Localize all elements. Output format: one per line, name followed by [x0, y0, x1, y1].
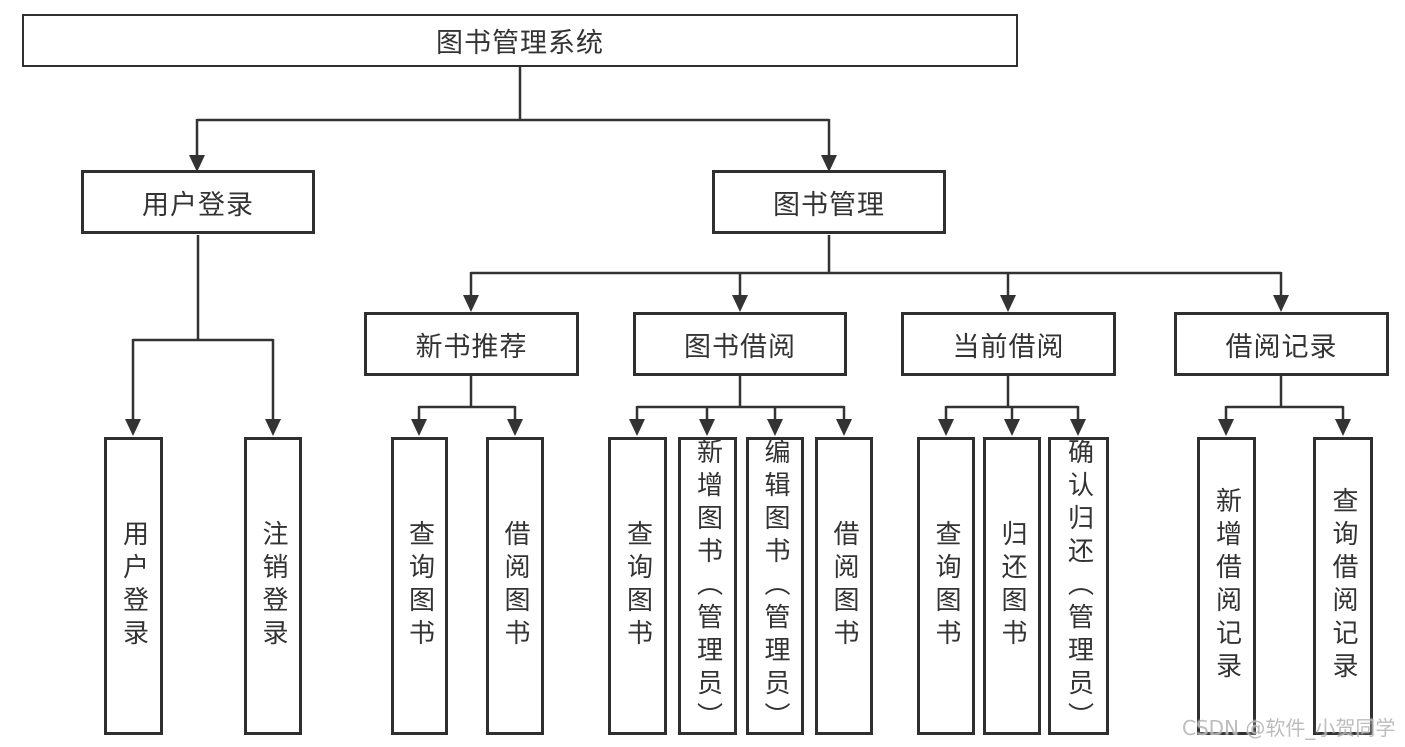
- leaf-add-borrow-record: 新增借阅记录: [1197, 437, 1256, 735]
- leaf-recommend-query-book-label: 查询图书: [404, 520, 435, 652]
- leaf-current-query-book-label: 查询图书: [931, 520, 961, 652]
- connector-new-book-recommend-children: [411, 376, 523, 436]
- leaf-return-book: 归还图书: [983, 437, 1041, 735]
- leaf-add-book-admin: 新增图书（管理员）: [678, 437, 737, 735]
- leaf-confirm-return-admin: 确认归还（管理员）: [1048, 437, 1109, 735]
- node-root: 图书管理系统: [22, 14, 1018, 67]
- node-book-borrow-label: 图书借阅: [684, 331, 796, 363]
- node-root-label: 图书管理系统: [436, 28, 604, 59]
- leaf-recommend-borrow-book-label: 借阅图书: [500, 520, 530, 652]
- leaf-logout-label: 注销登录: [258, 520, 288, 652]
- node-new-book-recommend-label: 新书推荐: [415, 331, 528, 363]
- leaf-logout: 注销登录: [244, 437, 302, 735]
- connector-borrow-record-children: [1218, 376, 1351, 436]
- leaf-borrow-borrow-book-label: 借阅图书: [829, 520, 859, 652]
- connector-book-management-children: [463, 235, 1289, 312]
- node-borrow-record-label: 借阅记录: [1225, 331, 1338, 363]
- leaf-recommend-borrow-book: 借阅图书: [486, 437, 544, 735]
- node-book-borrow: 图书借阅: [633, 312, 847, 376]
- leaf-add-book-admin-label: 新增图书（管理员）: [692, 437, 723, 735]
- leaf-user-login-label: 用户登录: [118, 520, 149, 652]
- node-user-login: 用户登录: [81, 170, 315, 234]
- leaf-query-borrow-record-label: 查询借阅记录: [1328, 487, 1358, 685]
- connector-root-to-level2: [189, 67, 837, 172]
- node-new-book-recommend: 新书推荐: [364, 312, 579, 376]
- connector-user-login-children: [125, 235, 281, 436]
- leaf-edit-book-admin: 编辑图书（管理员）: [746, 437, 804, 735]
- leaf-user-login: 用户登录: [104, 437, 163, 735]
- leaf-current-query-book: 查询图书: [917, 437, 975, 735]
- leaf-borrow-query-book: 查询图书: [608, 437, 667, 735]
- node-current-borrow: 当前借阅: [901, 312, 1116, 376]
- node-user-login-label: 用户登录: [142, 189, 254, 221]
- connector-book-borrow-children: [629, 376, 852, 436]
- connector-current-borrow-children: [938, 376, 1086, 436]
- leaf-query-borrow-record: 查询借阅记录: [1313, 437, 1373, 735]
- node-borrow-record: 借阅记录: [1174, 312, 1389, 376]
- leaf-borrow-borrow-book: 借阅图书: [815, 437, 873, 735]
- node-book-management: 图书管理: [712, 170, 946, 234]
- leaf-return-book-label: 归还图书: [997, 520, 1027, 652]
- leaf-borrow-query-book-label: 查询图书: [622, 520, 653, 652]
- leaf-recommend-query-book: 查询图书: [391, 437, 448, 735]
- leaf-edit-book-admin-label: 编辑图书（管理员）: [760, 437, 790, 735]
- leaf-confirm-return-admin-label: 确认归还（管理员）: [1063, 437, 1094, 735]
- leaf-add-borrow-record-label: 新增借阅记录: [1211, 487, 1242, 685]
- node-current-borrow-label: 当前借阅: [952, 331, 1065, 363]
- node-book-management-label: 图书管理: [773, 189, 885, 221]
